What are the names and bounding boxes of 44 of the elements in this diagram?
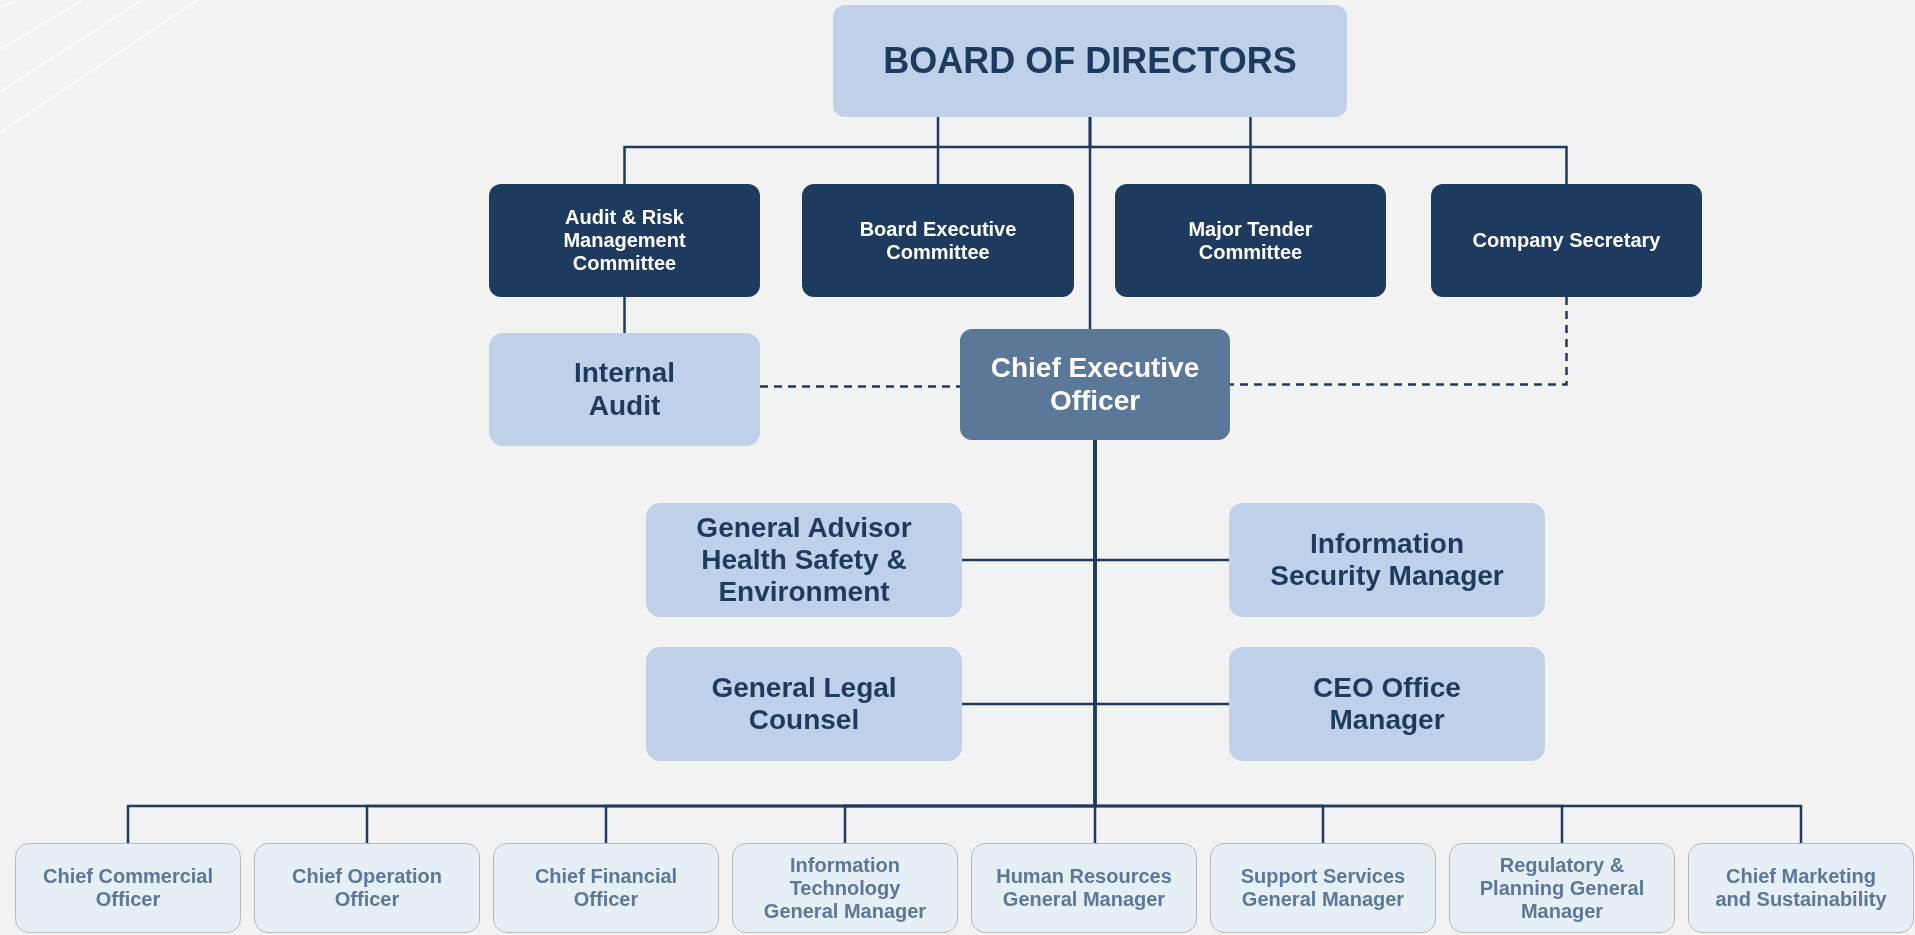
committee-box [802,184,1074,297]
role-title: Human Resources General Manager [995,865,1173,911]
committee-box [1115,184,1386,297]
role-title: CEO Office Manager [1312,671,1462,737]
department-box [732,843,958,933]
committee-box [489,184,760,297]
role-title: Information Technology General Manager [762,853,928,923]
dashed-connector [760,385,960,388]
department-box [254,843,480,933]
board-box [833,5,1347,117]
dashed-connector [1230,297,1568,386]
role-title: Chief Marketing and Sustainability [1714,865,1888,911]
role-title: Support Services General Manager [1239,865,1407,911]
role-title: Chief Commercial Officer [41,865,215,911]
role-title: Board Executive Committee [858,217,1018,264]
role-box [646,503,962,617]
department-box [1449,843,1675,933]
role-title: General Advisor Health Safety & Environment [695,511,913,609]
role-box [1229,647,1545,761]
role-title: General Legal Counsel [710,671,898,737]
department-box [493,843,719,933]
role-title: Chief Operation Officer [291,865,443,911]
role-title: Information Security Manager [1269,527,1505,593]
role-box [646,647,962,761]
connector-line [1088,117,1092,329]
role-box [489,333,760,446]
role-title: Company Secretary [1472,229,1661,252]
department-box [971,843,1197,933]
role-title: Major Tender Committee [1187,217,1314,264]
committee-box [1431,184,1702,297]
role-box [1229,503,1545,617]
role-title: Internal Audit [572,357,677,422]
role-title: BOARD OF DIRECTORS [883,40,1297,82]
role-title: Regulatory & Planning General Manager [1478,853,1646,923]
connector-line [623,297,626,333]
department-box [15,843,241,933]
role-title: Audit & Risk Management Committee [562,206,687,275]
department-box [1688,843,1914,933]
connector-line [936,117,940,184]
role-title: Chief Financial Officer [533,865,679,911]
role-title: Chief Executive Officer [989,352,1201,417]
department-box [1210,843,1436,933]
executive-box [960,329,1230,440]
connector-line [1249,117,1252,184]
